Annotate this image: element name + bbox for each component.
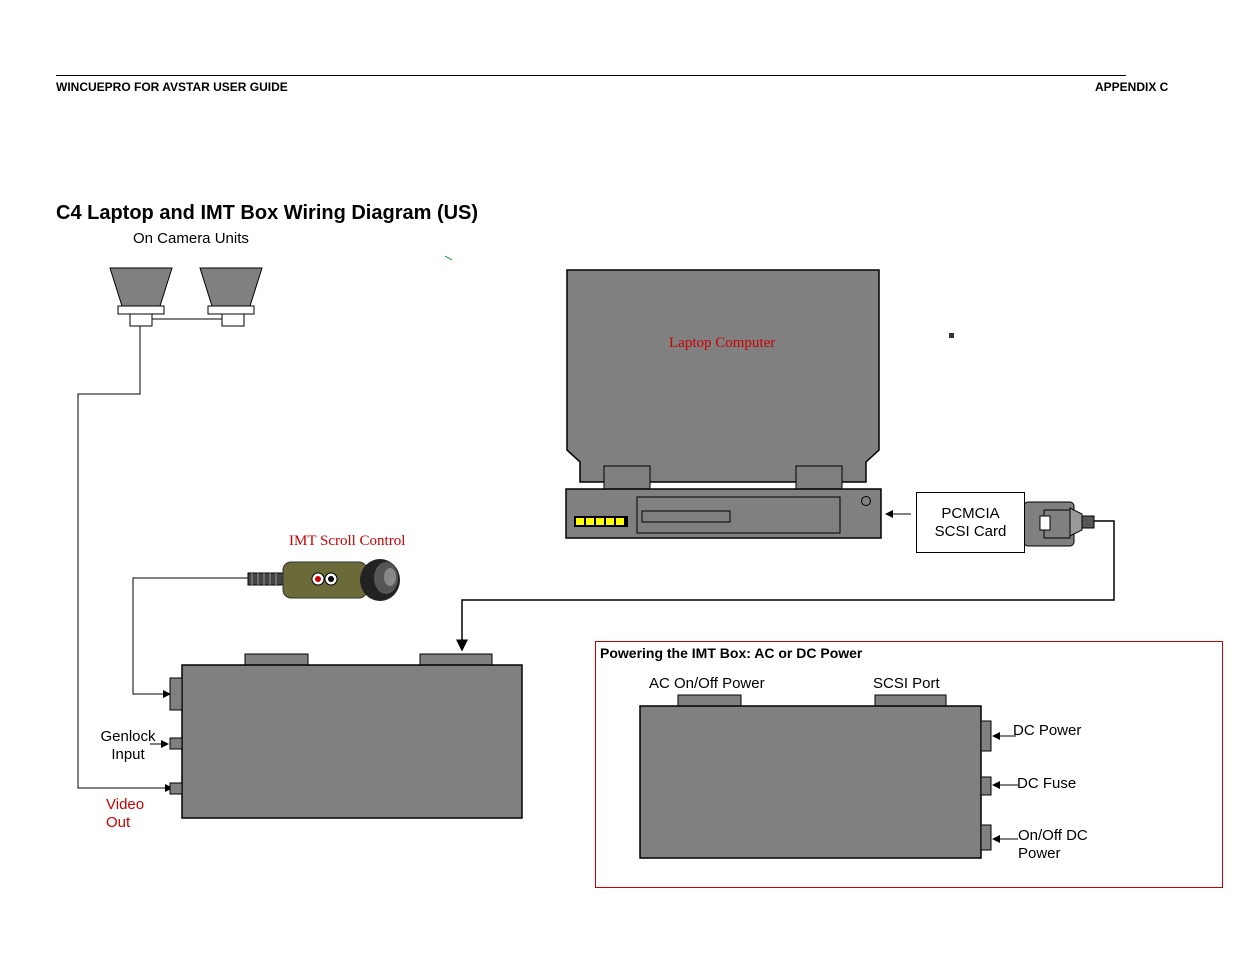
scsi-plug-icon [1023,501,1095,547]
onoff-dc-line2: Power [1018,845,1061,862]
genlock-label-line1: Genlock [100,728,156,745]
ac-onoff-label: AC On/Off Power [649,675,765,692]
laptop-computer-label: Laptop Computer [669,335,776,351]
page-title: C4 Laptop and IMT Box Wiring Diagram (US… [56,202,479,224]
video-label-line2: Out [106,814,131,831]
header-rule [56,75,1126,76]
genlock-label-line2: Input [111,746,145,763]
genlock-input-label: Genlock Input [99,728,157,764]
pcmcia-scsi-card-box: PCMCIA SCSI Card [916,492,1025,553]
header-left: WINCUEPRO FOR AVSTAR USER GUIDE [56,80,288,94]
imt-box [169,653,523,819]
onoff-dc-power-label: On/Off DC Power [1018,827,1088,863]
video-out-cable [77,326,173,792]
dc-power-label: DC Power [1013,722,1082,739]
laptop-computer [565,269,882,539]
camera-unit-right [199,267,263,327]
power-panel [595,641,1223,888]
pcmcia-label: PCMCIA [941,504,1000,522]
header-right: APPENDIX C [1095,80,1169,94]
scsi-cable [456,520,1115,652]
power-panel-title: Powering the IMT Box: AC or DC Power [600,645,863,661]
onoff-dc-line1: On/Off DC [1018,827,1088,844]
imt-scroll-control-device [247,559,400,601]
stray-mark [444,255,453,261]
video-label-line1: Video [106,796,145,813]
on-camera-units-label: On Camera Units [133,230,249,247]
power-panel-imt-box [639,694,992,859]
scsi-card-label: SCSI Card [934,522,1007,540]
scroll-control-cable [132,577,248,698]
dc-fuse-label: DC Fuse [1017,775,1077,792]
video-out-label: Video Out [106,796,144,832]
laptop-status-leds [574,516,628,527]
scsi-port-label: SCSI Port [873,675,940,692]
camera-unit-left [109,267,173,327]
stray-dot [949,333,954,338]
imt-scroll-control-label: IMT Scroll Control [289,533,406,549]
